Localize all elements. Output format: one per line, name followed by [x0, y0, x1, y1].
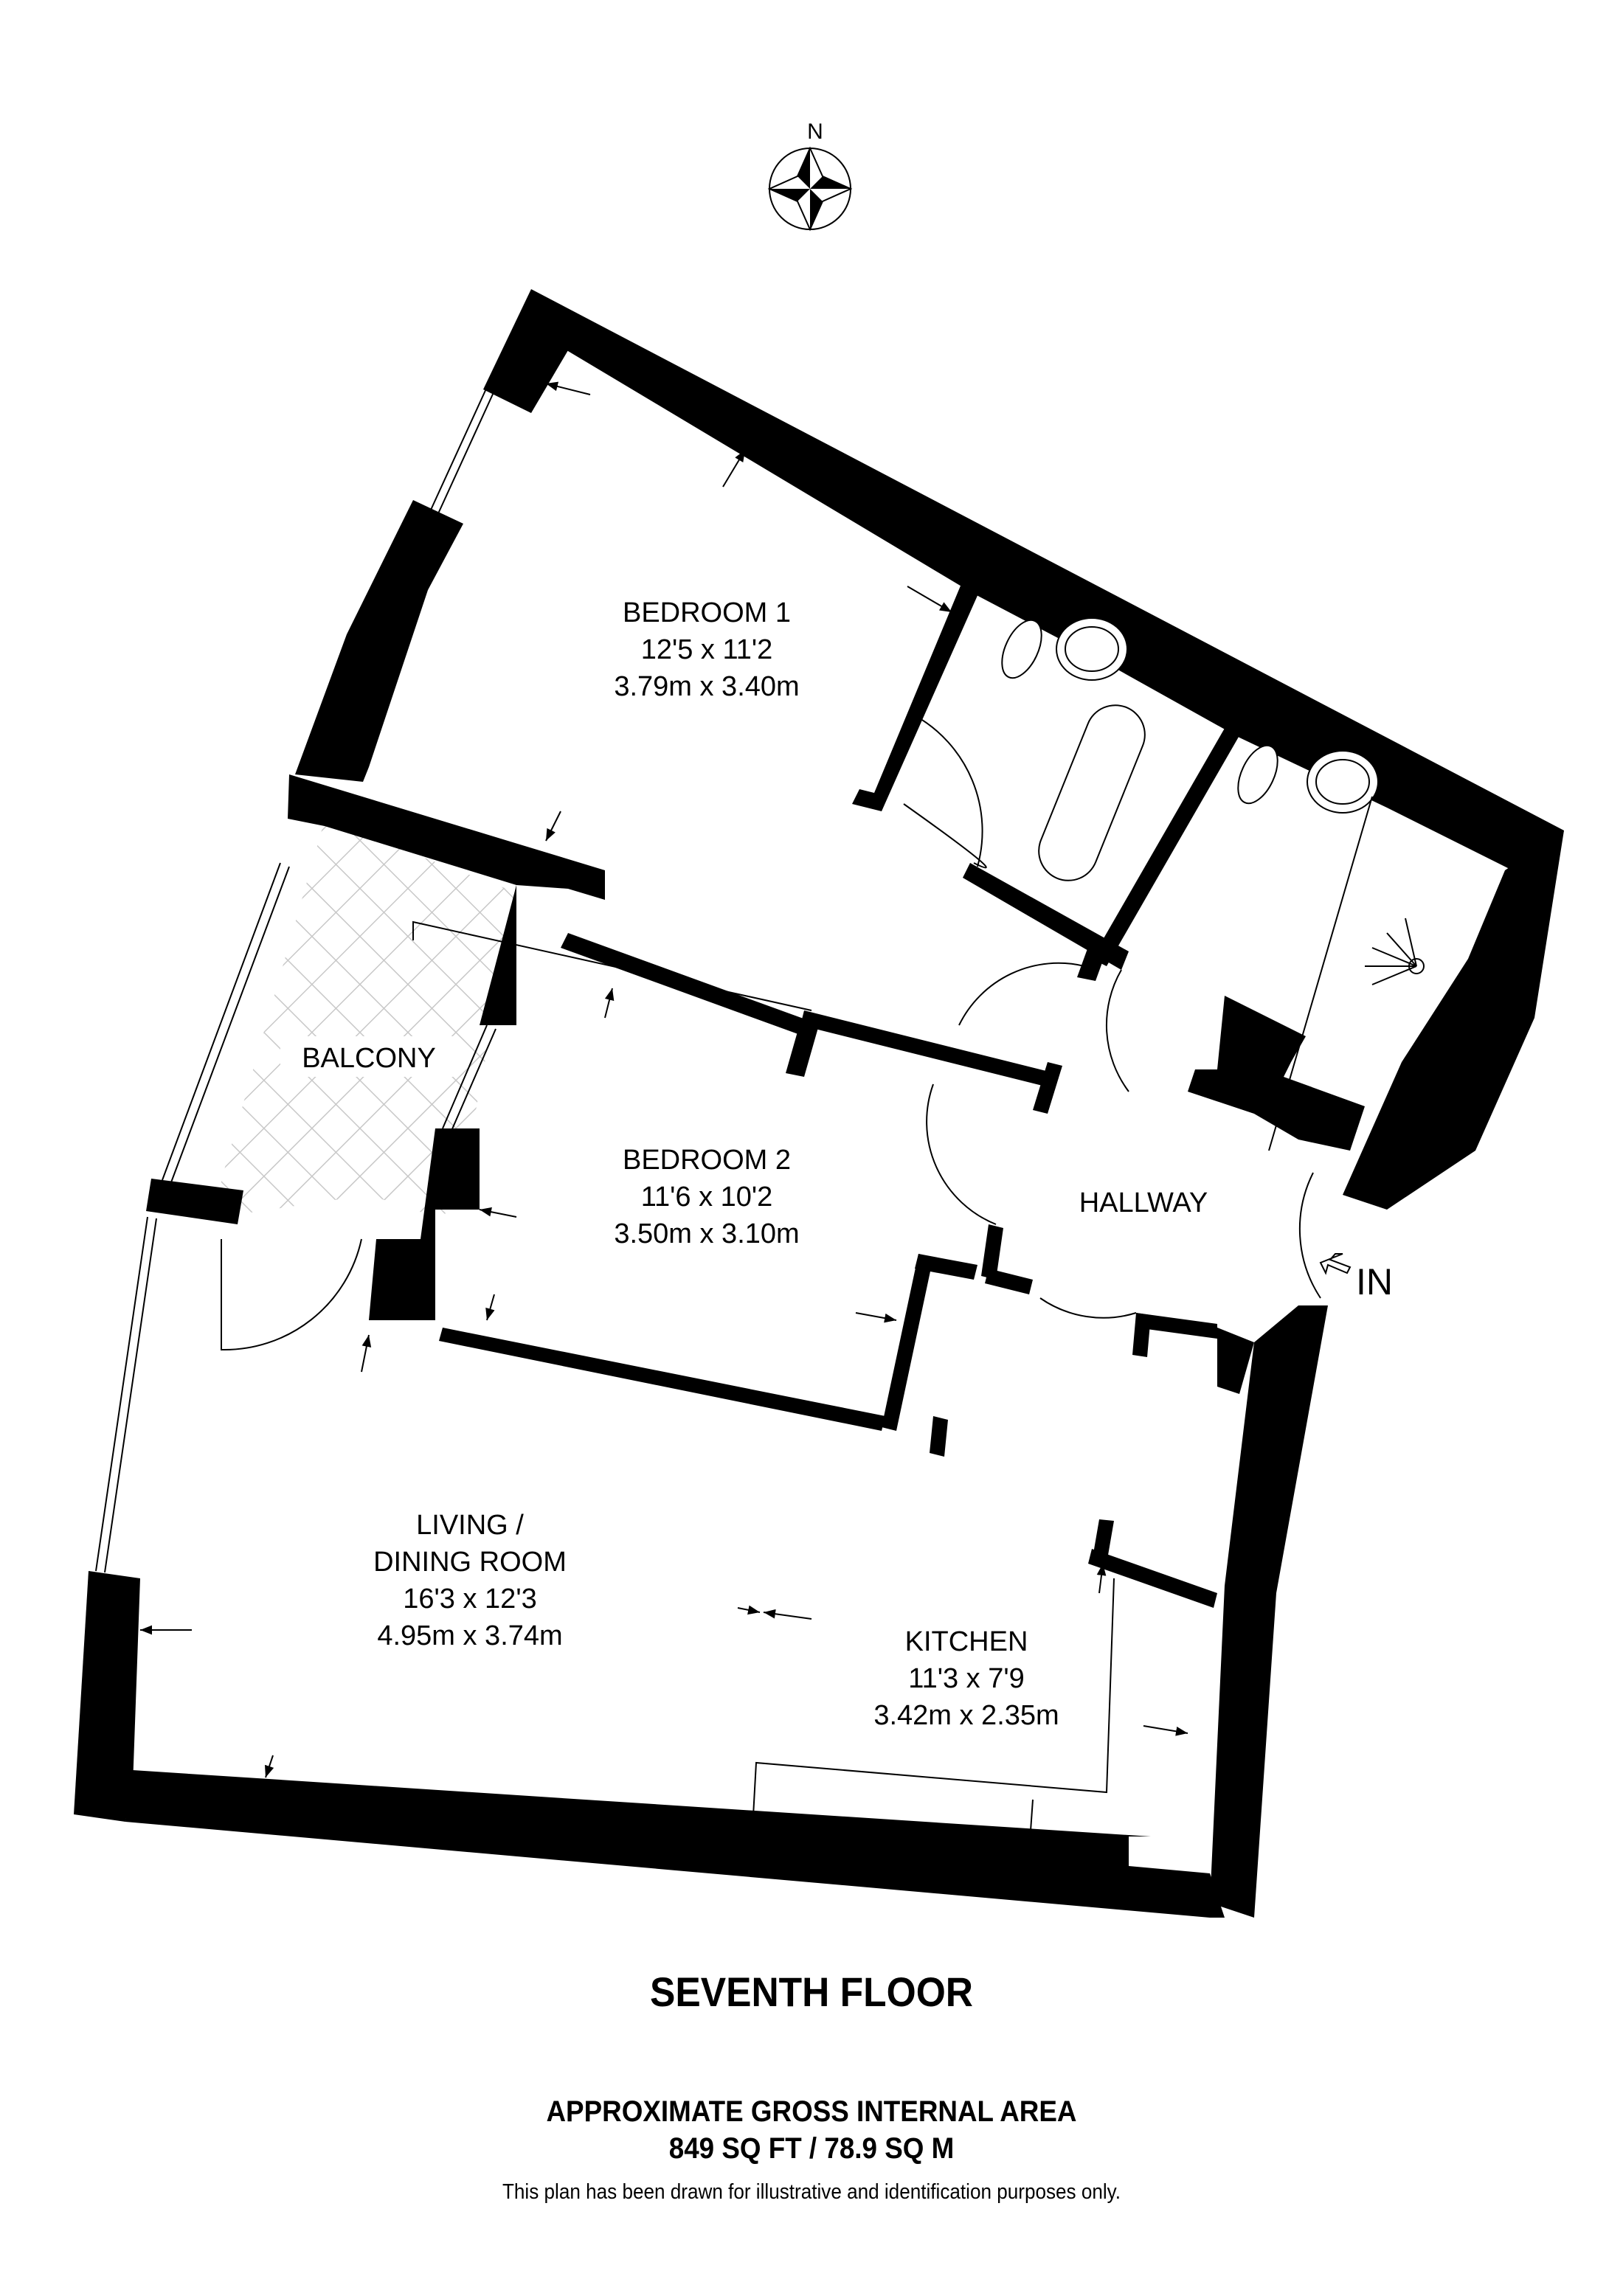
room-size-imperial: 11'3 x 7'9 [908, 1663, 1024, 1694]
toilet-icon [1237, 744, 1278, 805]
room-size-imperial: 11'6 x 10'2 [641, 1182, 773, 1213]
disclaimer: This plan has been drawn for illustrativ… [502, 2180, 1121, 2204]
gross-area-value: 849 SQ FT / 78.9 SQ M [668, 2132, 955, 2165]
toilet-icon [1001, 619, 1042, 679]
room-name: BEDROOM 1 [623, 597, 791, 628]
entry-arrow-icon [1319, 1253, 1352, 1275]
bathroom-fixtures [1001, 617, 1425, 1151]
entrance-label: IN [1356, 1261, 1393, 1303]
room-name-line2: DINING ROOM [373, 1547, 567, 1578]
room-bedroom-2: BEDROOM 2 11'6 x 10'2 3.50m x 3.10m [614, 1145, 799, 1249]
room-name: BEDROOM 2 [623, 1145, 791, 1176]
shower-icon [1365, 918, 1425, 985]
room-size-imperial: 12'5 x 11'2 [641, 634, 773, 665]
room-bedroom-1: BEDROOM 1 12'5 x 11'2 3.79m x 3.40m [614, 597, 799, 702]
room-size-imperial: 16'3 x 12'3 [403, 1584, 536, 1615]
room-name-line1: LIVING / [416, 1510, 524, 1541]
gross-area-title: APPROXIMATE GROSS INTERNAL AREA [546, 2095, 1077, 2128]
room-hallway: HALLWAY [1079, 1187, 1208, 1218]
floor-title: SEVENTH FLOOR [650, 1969, 973, 2015]
room-size-metric: 3.42m x 2.35m [873, 1700, 1059, 1731]
room-size-metric: 3.79m x 3.40m [614, 671, 799, 702]
interior-walls [439, 572, 1365, 1608]
room-size-metric: 4.95m x 3.74m [377, 1620, 562, 1651]
bathtub-icon [1038, 704, 1146, 881]
doors [221, 715, 1321, 1351]
room-name: KITCHEN [905, 1626, 1028, 1657]
room-size-metric: 3.50m x 3.10m [614, 1218, 799, 1249]
room-balcony: BALCONY [302, 1043, 436, 1074]
compass-rose-icon: N [767, 119, 853, 232]
dimension-markers [140, 381, 1188, 1852]
gross-area-block: APPROXIMATE GROSS INTERNAL AREA 849 SQ F… [65, 2093, 1558, 2167]
balcony-floor [221, 820, 516, 1217]
kitchen-counter [752, 1578, 1115, 1830]
left-windows [95, 386, 496, 1573]
room-living-dining: LIVING / DINING ROOM 16'3 x 12'3 4.95m x… [373, 1510, 567, 1651]
compass-north-label: N [807, 119, 823, 144]
room-kitchen: KITCHEN 11'3 x 7'9 3.42m x 2.35m [873, 1626, 1059, 1731]
exterior-walls [74, 289, 1564, 1918]
